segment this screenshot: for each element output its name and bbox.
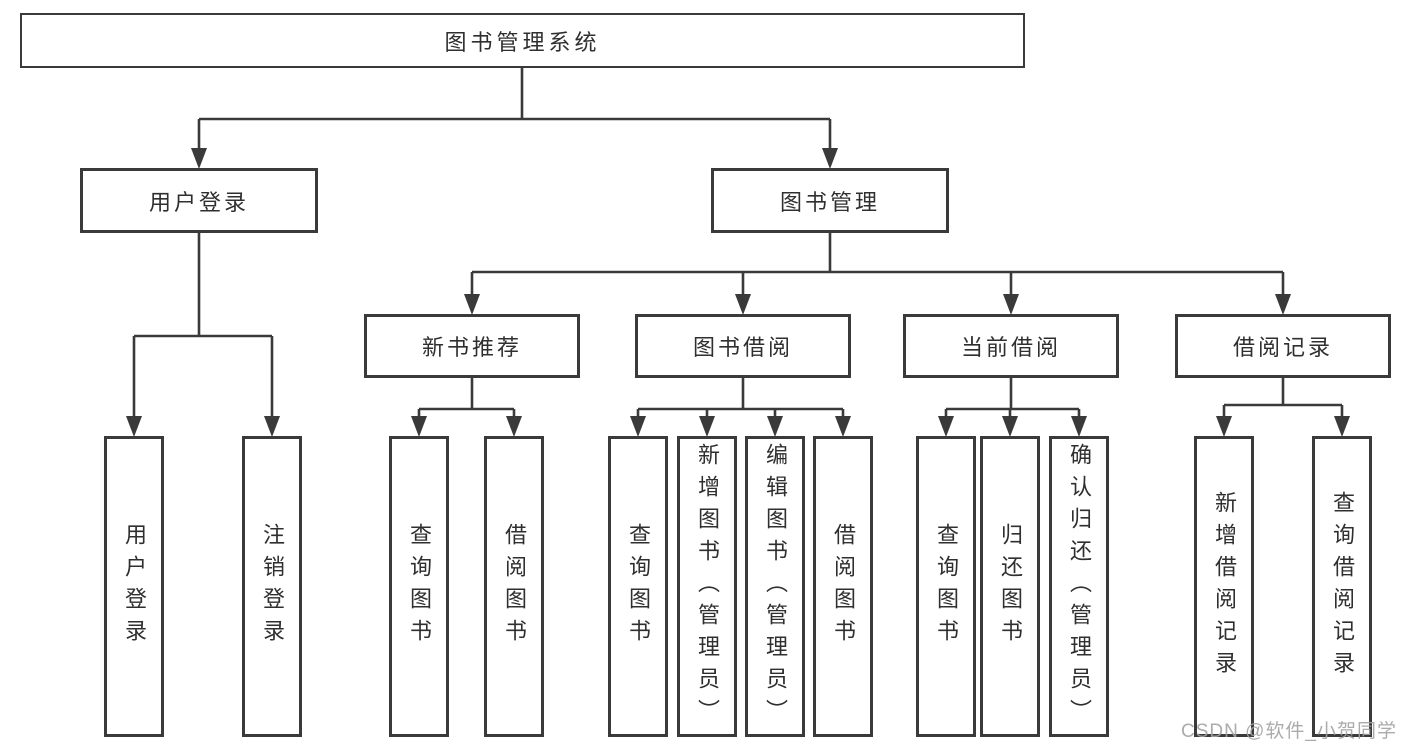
leaf-edit-book-admin: 编辑图书（管理员） bbox=[745, 436, 805, 737]
leaf-confirm-return-admin: 确认归还（管理员） bbox=[1049, 436, 1109, 737]
leaf-query-books-recommend: 查询图书 bbox=[389, 436, 449, 737]
leaf-query-books-borrow: 查询图书 bbox=[608, 436, 668, 737]
leaf-query-books-current: 查询图书 bbox=[916, 436, 976, 737]
node-current-borrow: 当前借阅 bbox=[903, 314, 1119, 378]
node-book-management: 图书管理 bbox=[711, 168, 949, 233]
leaf-borrow-books: 借阅图书 bbox=[813, 436, 873, 737]
node-library-management-system: 图书管理系统 bbox=[20, 13, 1025, 68]
leaf-add-borrow-record: 新增借阅记录 bbox=[1194, 436, 1254, 737]
watermark: CSDN @软件_小贺同学 bbox=[1181, 721, 1397, 742]
node-new-book-recommend: 新书推荐 bbox=[364, 314, 580, 378]
leaf-query-borrow-record: 查询借阅记录 bbox=[1312, 436, 1372, 737]
leaf-borrow-books-recommend: 借阅图书 bbox=[484, 436, 544, 737]
node-borrow-records: 借阅记录 bbox=[1175, 314, 1391, 378]
leaf-add-book-admin: 新增图书（管理员） bbox=[677, 436, 737, 737]
leaf-return-book: 归还图书 bbox=[980, 436, 1040, 737]
node-book-borrow: 图书借阅 bbox=[635, 314, 851, 378]
node-user-login: 用户登录 bbox=[80, 168, 318, 233]
leaf-user-login: 用户登录 bbox=[104, 436, 164, 737]
leaf-logout: 注销登录 bbox=[242, 436, 302, 737]
